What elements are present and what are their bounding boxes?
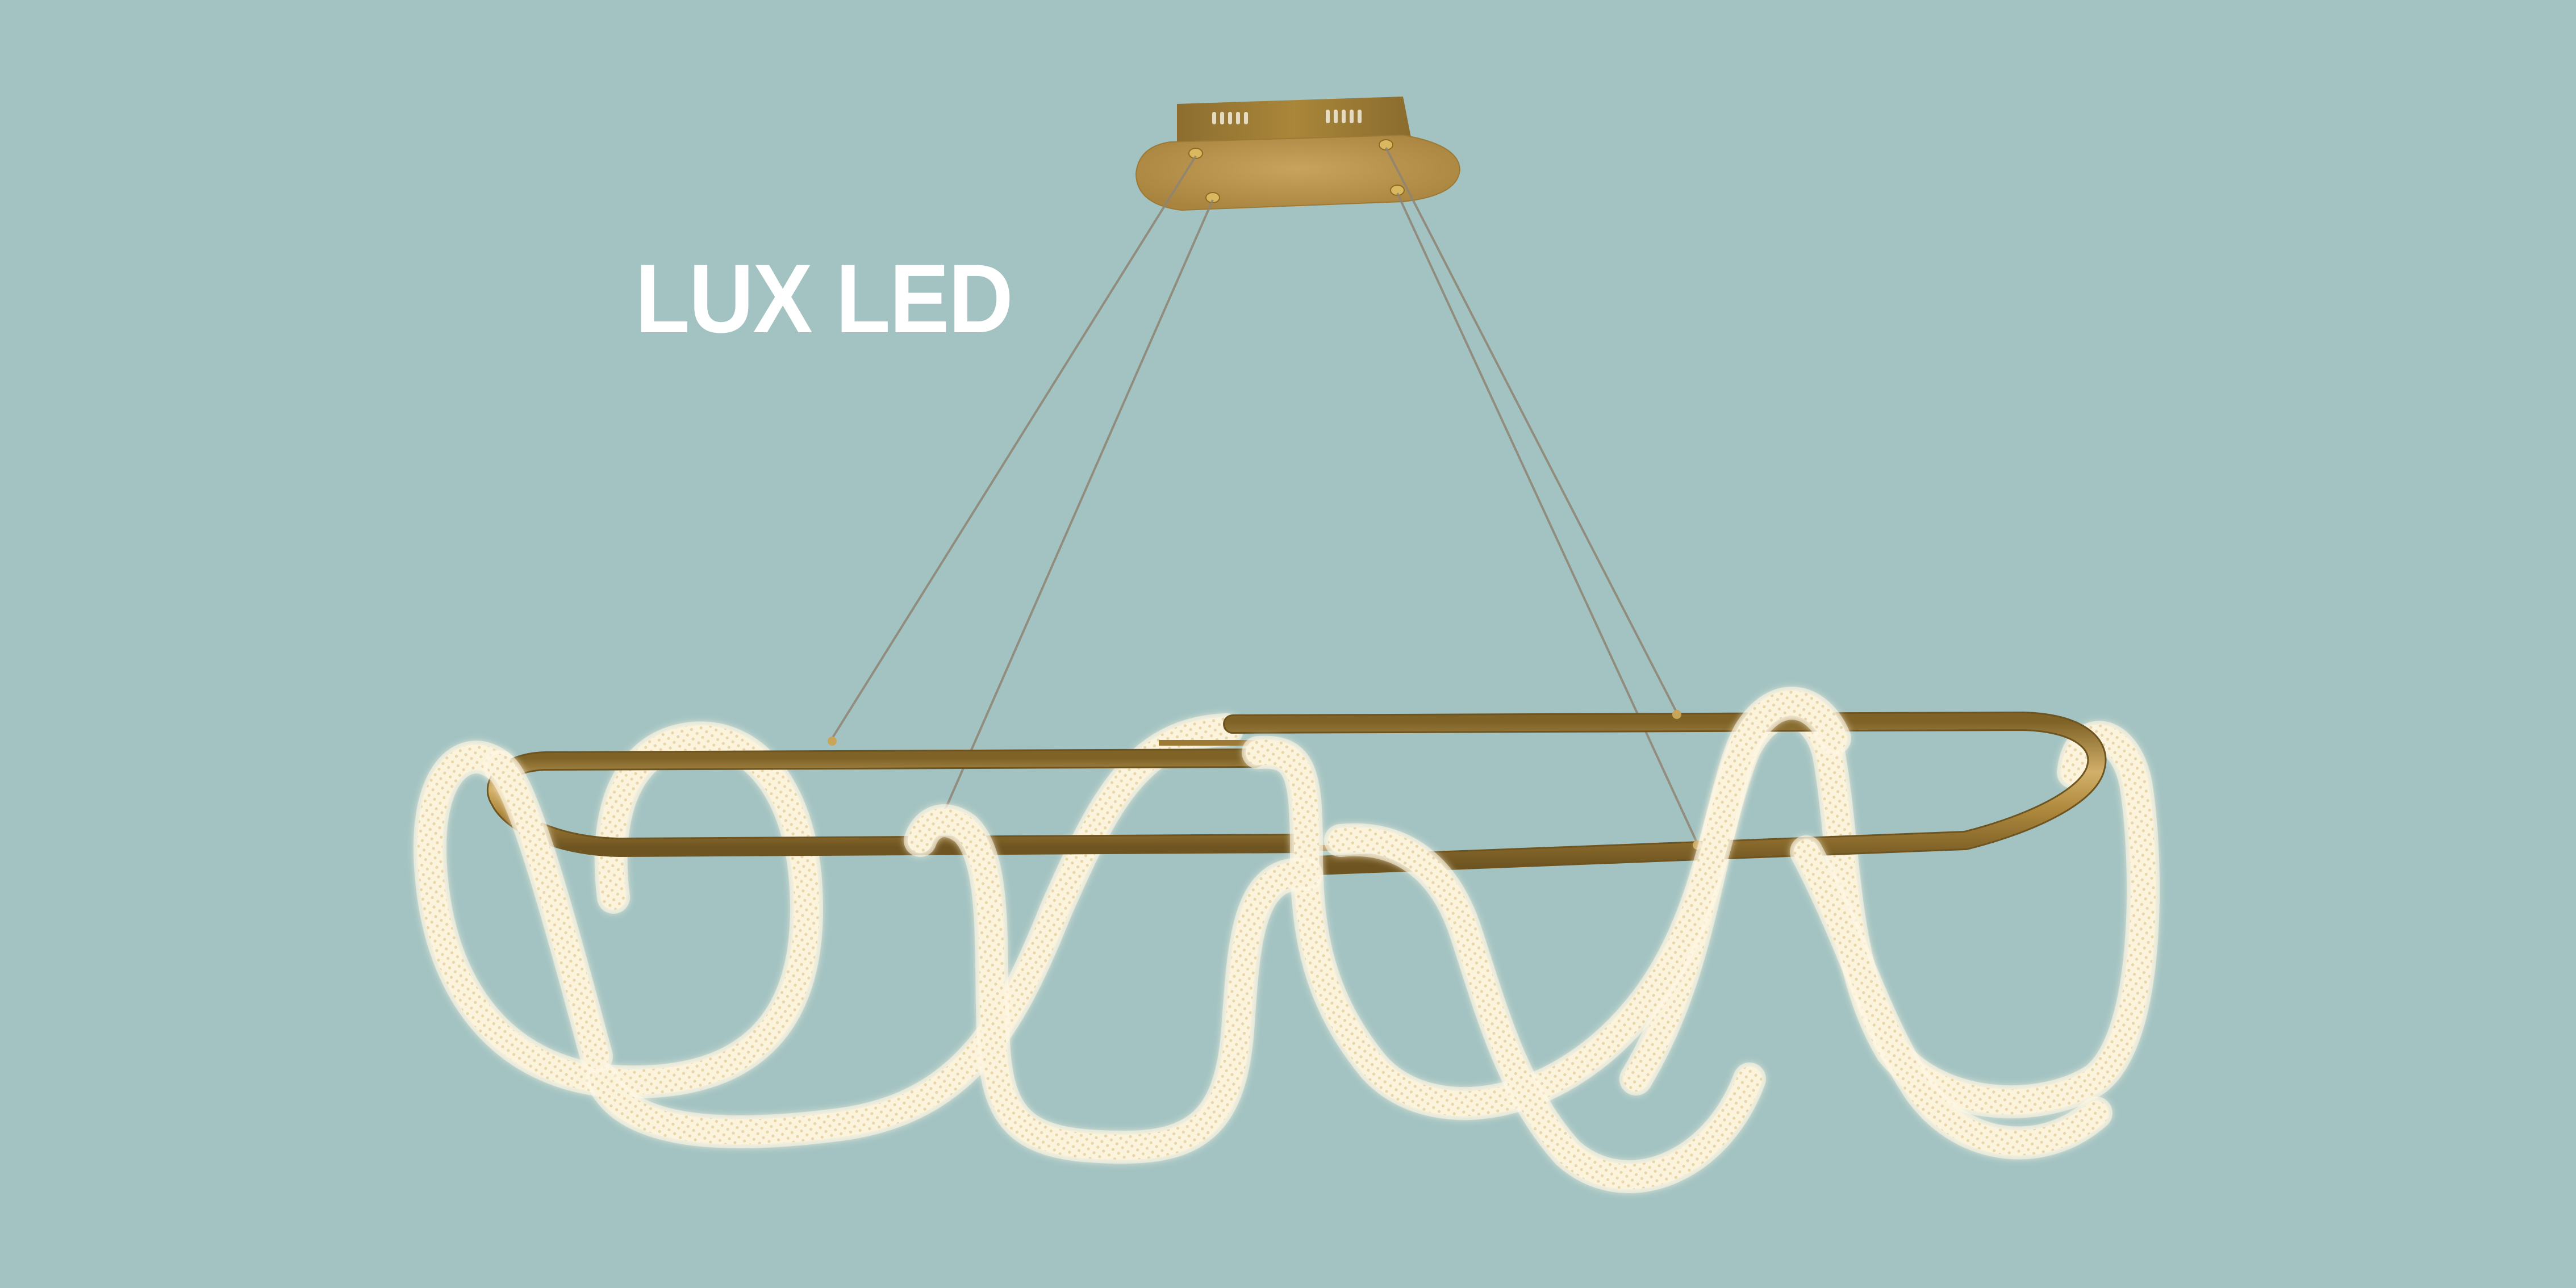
brand-title: LUX LED (635, 244, 1013, 353)
led-tube-front (483, 687, 2112, 1193)
canopy (1135, 97, 1461, 211)
suspension-wires (831, 147, 1698, 844)
